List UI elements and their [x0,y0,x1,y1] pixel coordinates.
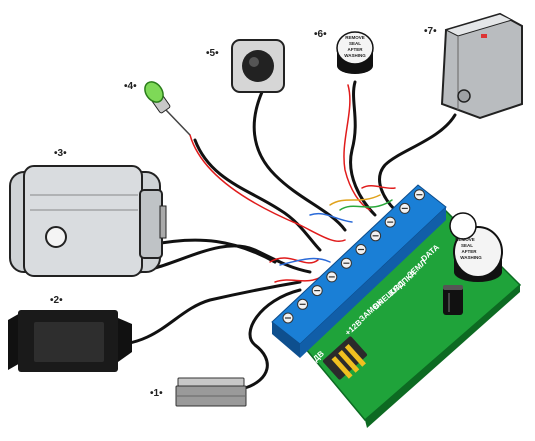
label-7-bullet-r: • [433,26,437,37]
label-2-bullet-l: • [50,295,54,306]
jumper-header [323,336,367,380]
electric-lock [9,165,167,277]
label-3-bullet-l: • [54,148,58,159]
label-5-number: 5 [210,48,216,59]
buzzer-text-0: REMOVE [345,35,365,40]
label-3-bullet-r: • [63,148,67,159]
board-buzzer-text-0: REMOVE [455,237,475,242]
label-7-bullet-l: • [424,26,428,37]
label-2-bullet-r: • [59,295,63,306]
label-5-bullet-l: • [206,48,210,59]
key-reader [440,12,523,120]
label-6-number: 6 [318,29,324,40]
board-buzzer: REMOVE SEAL AFTER WASHING [449,212,503,282]
button-cap [242,50,274,82]
reed-switch [175,377,247,407]
keyhole-icon [45,226,67,248]
reader-led-icon [457,89,471,103]
controller-board: ДВ +12В ЗАМОК ВНЕШ.СД КНОПКА ЗЕМЛ DATA [271,184,522,428]
board-buzzer-text-3: WASHING [460,255,482,260]
label-2: •2• [50,295,63,306]
label-6-bullet-r: • [323,29,327,40]
label-7: •7• [424,26,437,37]
label-1: •1• [150,388,163,399]
buzzer-text-3: WASHING [344,53,366,58]
label-3-number: 3 [58,148,64,159]
label-4-bullet-l: • [124,81,128,92]
led [144,81,191,136]
label-1-number: 1 [154,388,160,399]
label-1-bullet-l: • [150,388,154,399]
buzzer-text-2: AFTER [348,47,364,52]
push-button [231,39,285,93]
buzzer: REMOVE SEAL AFTER WASHING [336,31,374,74]
label-1-bullet-r: • [159,388,163,399]
label-6: •6• [314,29,327,40]
label-2-number: 2 [54,295,60,306]
label-4: •4• [124,81,137,92]
component-labels: •1• •2• •3• •4• •5• •6• •7• [50,26,437,399]
label-5-bullet-r: • [215,48,219,59]
label-4-number: 4 [128,81,134,92]
power-supply [8,310,132,372]
label-5: •5• [206,48,219,59]
label-6-bullet-l: • [314,29,318,40]
label-3: •3• [54,148,67,159]
buzzer-text-1: SEAL [349,41,361,46]
terminal-block [271,184,447,358]
label-7-number: 7 [428,26,434,37]
label-4-bullet-r: • [133,81,137,92]
board-buzzer-text-1: SEAL [461,243,473,248]
board-buzzer-text-2: AFTER [462,249,478,254]
capacitor [443,285,463,315]
